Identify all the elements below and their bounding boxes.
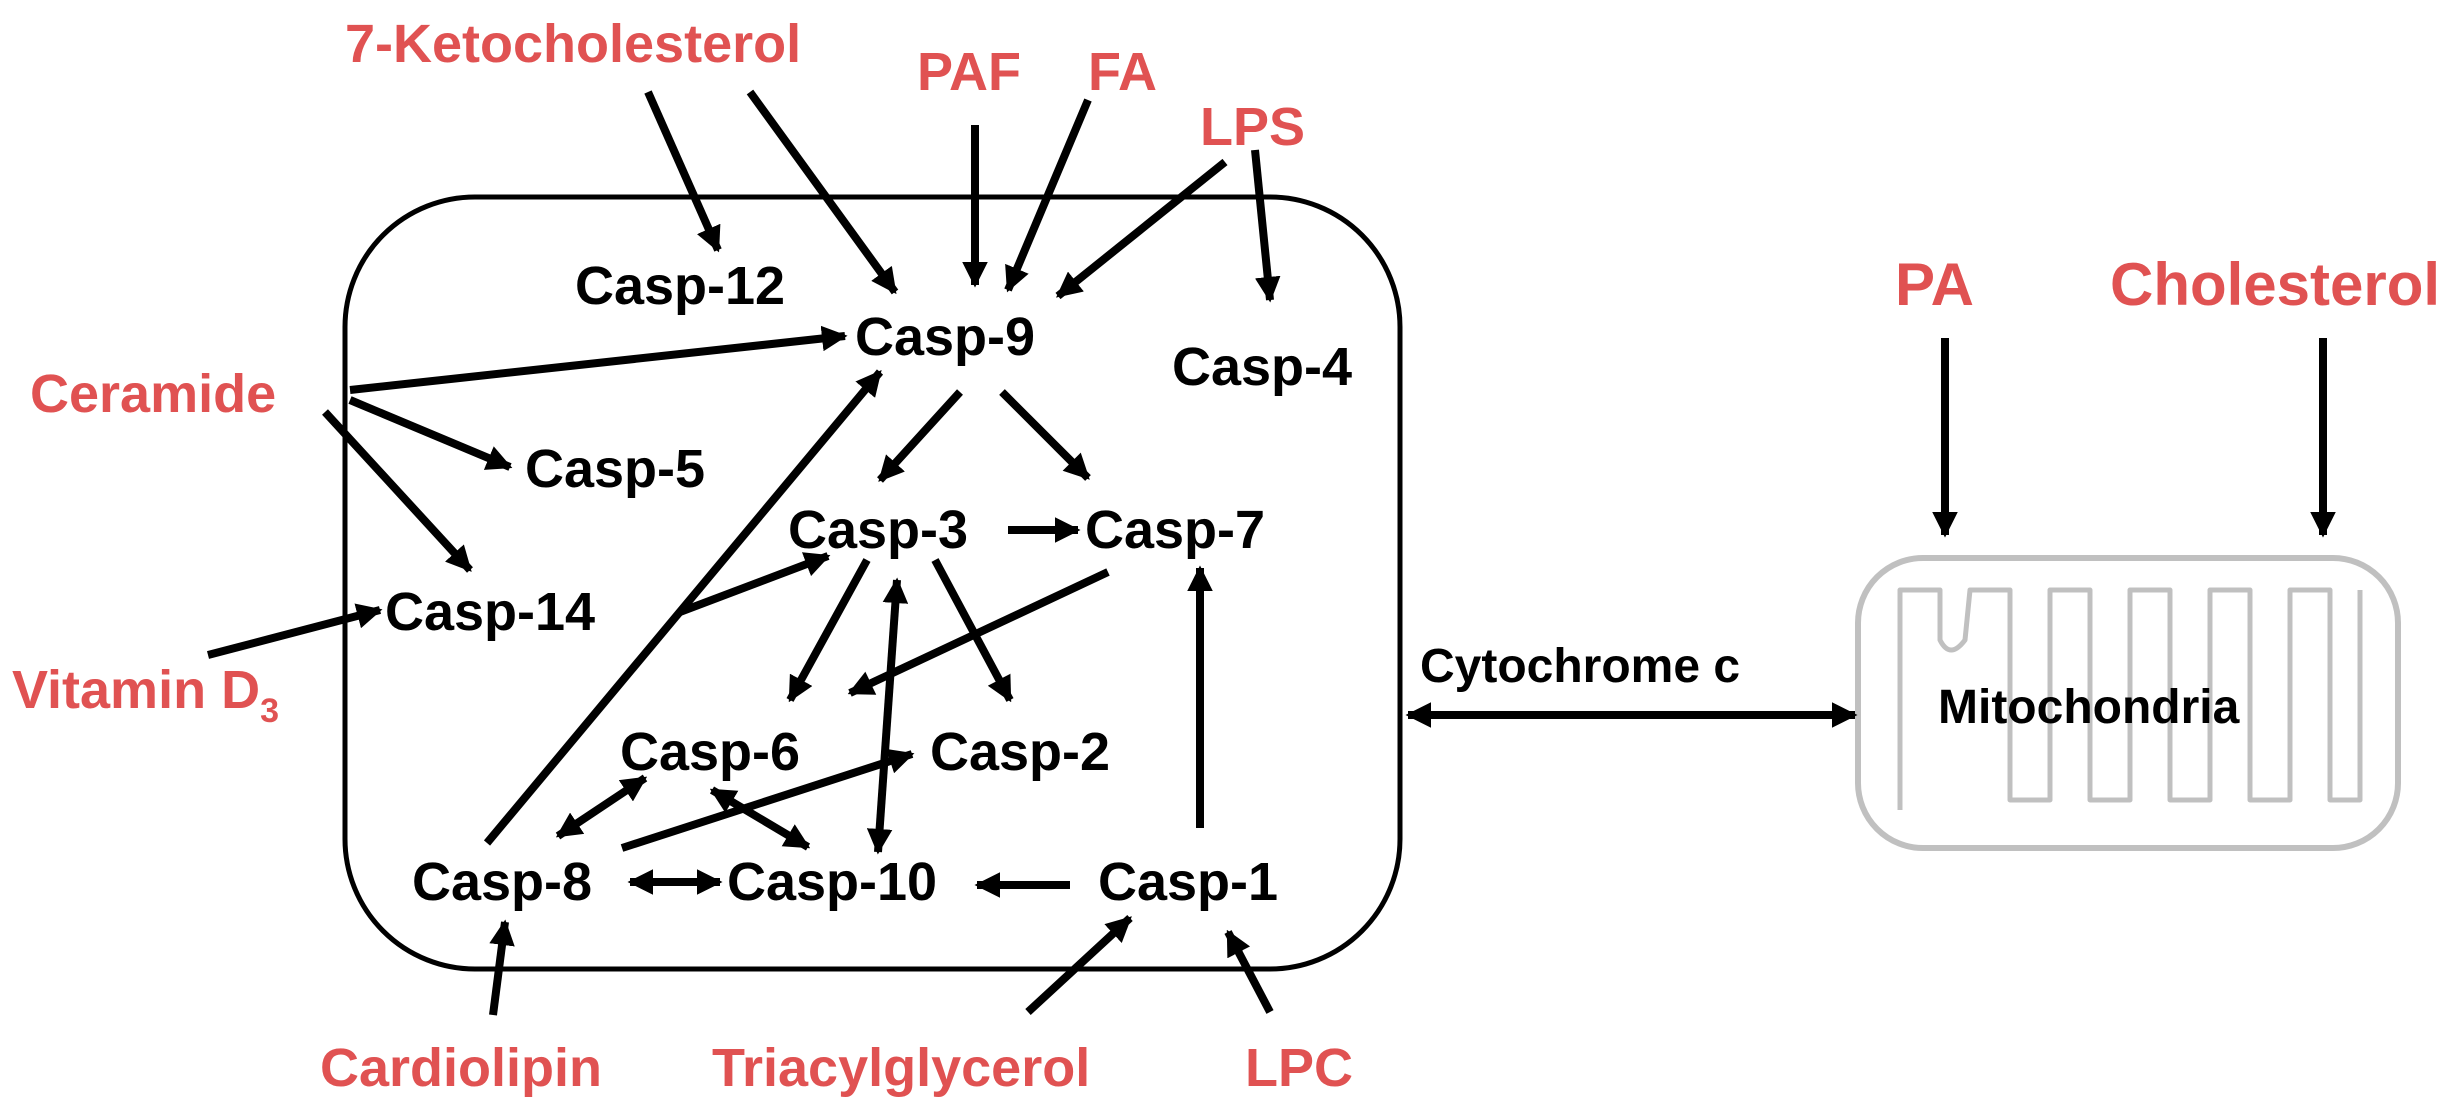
triacylglycerol-label: Triacylglycerol bbox=[712, 1038, 1090, 1098]
arrow-casp7-casp6 bbox=[847, 568, 1110, 697]
arrow-cardiolipin-casp8 bbox=[489, 919, 515, 1016]
ceramide-label: Ceramide bbox=[30, 364, 276, 424]
arrow-casp6-casp10 bbox=[709, 786, 811, 851]
casp14-label: Casp-14 bbox=[385, 582, 595, 642]
casp4-label: Casp-4 bbox=[1172, 337, 1352, 397]
arrow-ceramide-casp9 bbox=[349, 325, 848, 394]
arrow-triacyl-casp1 bbox=[1025, 915, 1133, 1015]
mitochondria-label: Mitochondria bbox=[1938, 681, 2240, 734]
caspase-labels: Casp-12 Casp-9 Casp-4 Casp-5 Casp-3 Casp… bbox=[385, 256, 1352, 912]
arrow-casp3-casp10 bbox=[866, 577, 909, 855]
casp6-label: Casp-6 bbox=[620, 722, 800, 782]
arrow-lpc-casp1 bbox=[1224, 929, 1274, 1014]
casp9-label: Casp-9 bbox=[855, 307, 1035, 367]
arrow-lps-casp9 bbox=[1055, 158, 1228, 300]
arrows bbox=[206, 89, 2336, 1016]
pa-label: PA bbox=[1895, 251, 1974, 318]
arrow-lps-casp4 bbox=[1251, 149, 1281, 303]
fa-label: FA bbox=[1088, 42, 1157, 102]
cell-boundary bbox=[342, 194, 1403, 972]
lpc-label: LPC bbox=[1245, 1038, 1353, 1098]
mitochondrion-shape bbox=[1855, 555, 2401, 851]
arrow-keto-casp12 bbox=[644, 90, 722, 253]
casp2-label: Casp-2 bbox=[930, 722, 1110, 782]
arrow-fa-casp9 bbox=[1004, 98, 1092, 293]
cardiolipin-label: Cardiolipin bbox=[320, 1038, 602, 1098]
arrow-vitd-casp14 bbox=[206, 603, 383, 659]
vitamin-d3-label: Vitamin D3 bbox=[12, 660, 279, 730]
paf-label: PAF bbox=[917, 42, 1021, 102]
arrow-ceramide-casp14 bbox=[322, 409, 473, 573]
casp12-label: Casp-12 bbox=[575, 256, 785, 316]
casp3-label: Casp-3 bbox=[788, 500, 968, 560]
lps-label: LPS bbox=[1200, 97, 1305, 157]
cholesterol-label: Cholesterol bbox=[2110, 251, 2440, 318]
arrow-casp3-casp6 bbox=[786, 558, 871, 703]
arrow-casp9-casp3 bbox=[877, 389, 963, 483]
arrow-casp3-casp2 bbox=[931, 558, 1014, 703]
ketocholesterol-label: 7-Ketocholesterol bbox=[345, 14, 801, 74]
casp1-label: Casp-1 bbox=[1098, 852, 1278, 912]
other-labels: Cytochrome c Mitochondria bbox=[1420, 640, 2240, 734]
arrow-casp8-casp6 bbox=[555, 774, 648, 840]
arrow-casp9-casp7 bbox=[999, 389, 1091, 481]
cytochrome-c-label: Cytochrome c bbox=[1420, 640, 1740, 693]
arrow-casp14-casp3 bbox=[678, 552, 831, 616]
arrow-keto-casp9 bbox=[746, 89, 899, 295]
arrow-casp8-casp9 bbox=[483, 369, 884, 846]
casp7-label: Casp-7 bbox=[1085, 500, 1265, 560]
casp5-label: Casp-5 bbox=[525, 439, 705, 499]
lipid-labels: 7-Ketocholesterol PAF FA LPS Ceramide Vi… bbox=[12, 14, 2440, 1098]
casp10-label: Casp-10 bbox=[727, 852, 937, 912]
arrow-ceramide-casp5 bbox=[348, 396, 513, 471]
casp8-label: Casp-8 bbox=[412, 852, 592, 912]
